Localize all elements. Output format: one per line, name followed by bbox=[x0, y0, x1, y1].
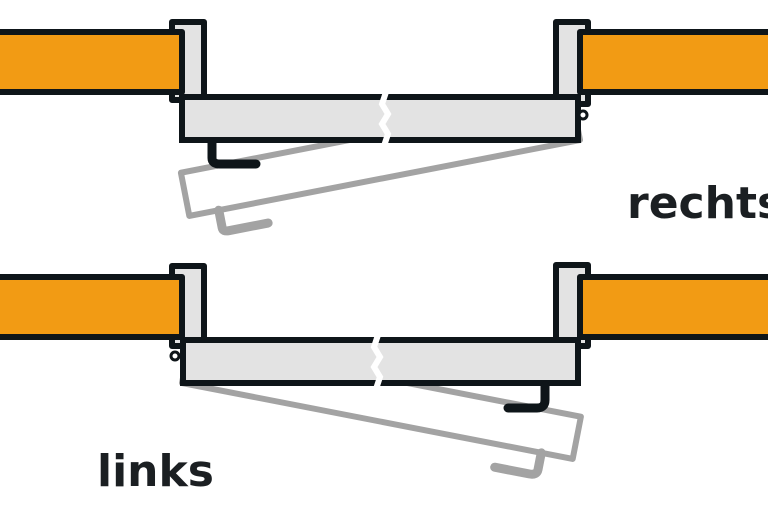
door-handle bbox=[503, 381, 550, 413]
hinge-icon bbox=[169, 350, 181, 362]
wall-left bbox=[0, 29, 185, 95]
ghost-handle bbox=[214, 205, 273, 236]
label-links: links bbox=[97, 446, 214, 497]
frame-left bbox=[169, 263, 207, 349]
label-rechts: rechts bbox=[627, 178, 768, 229]
frame-left bbox=[169, 19, 207, 103]
wall-right bbox=[577, 29, 768, 95]
hinge-icon bbox=[577, 109, 589, 121]
wall-left bbox=[0, 274, 185, 340]
diagram-left-hand: links bbox=[0, 262, 768, 497]
wall-right bbox=[577, 274, 768, 340]
diagram-right-hand: rechts bbox=[0, 19, 768, 236]
door-break bbox=[370, 334, 384, 390]
door-break bbox=[378, 91, 392, 147]
ghost-handle bbox=[490, 448, 546, 479]
door-handle bbox=[207, 138, 261, 169]
